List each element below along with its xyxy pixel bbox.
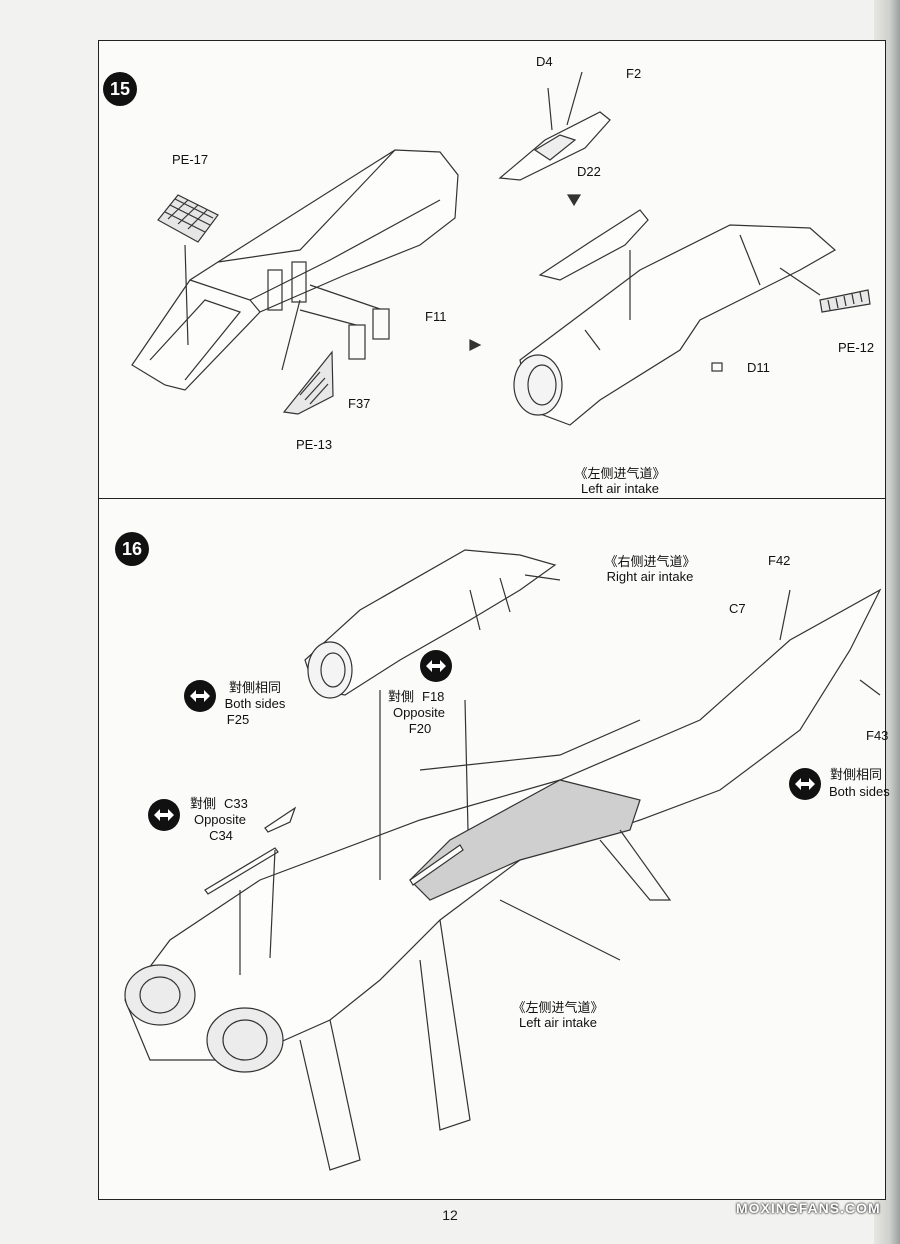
both-sides-cn-b: 對側相同 bbox=[830, 767, 883, 782]
right-intake-part bbox=[304, 549, 557, 699]
opposite-cn-a: 對側 bbox=[388, 689, 415, 704]
step-number-15: 15 bbox=[103, 72, 137, 106]
label-right-intake-cn: 《右侧进气道》 bbox=[604, 554, 696, 569]
label-f25: F25 bbox=[226, 712, 250, 727]
pe13-photoetch bbox=[281, 299, 334, 415]
fuselage-small-parts bbox=[204, 574, 881, 975]
label-f20: F20 bbox=[408, 721, 432, 736]
watermark-text: MOXINGFANS.COM bbox=[736, 1200, 881, 1216]
label-c7: C7 bbox=[729, 601, 746, 616]
page-number: 12 bbox=[442, 1207, 458, 1223]
f11-part bbox=[372, 308, 390, 340]
label-c33: C33 bbox=[224, 796, 248, 811]
label-d22: D22 bbox=[577, 164, 601, 179]
label-pe-13: PE-13 bbox=[296, 437, 333, 452]
both-sides-icon bbox=[184, 680, 216, 712]
label-f2: F2 bbox=[626, 66, 642, 81]
opposite-icon bbox=[420, 650, 452, 682]
d11-part bbox=[711, 362, 723, 372]
label-f42: F42 bbox=[768, 553, 791, 568]
label-pe-17: PE-17 bbox=[172, 152, 209, 167]
caption-left-intake-cn: 《左侧进气道》 bbox=[574, 466, 666, 481]
both-sides-cn-a: 對側相同 bbox=[228, 680, 281, 695]
opposite-cn-b: 對側 bbox=[190, 796, 217, 811]
label-d11: D11 bbox=[747, 360, 770, 375]
label-f18: F18 bbox=[422, 689, 445, 704]
caption-left-intake-en: Left air intake bbox=[580, 481, 660, 496]
label-f11: F11 bbox=[425, 309, 447, 324]
step-divider bbox=[98, 498, 886, 499]
down-arrow-icon bbox=[566, 194, 582, 207]
label-c34: C34 bbox=[209, 828, 233, 843]
cockpit-canopy-d22 bbox=[498, 71, 611, 181]
label-f43: F43 bbox=[866, 728, 889, 743]
both-sides-en-a: Both sides bbox=[224, 696, 286, 711]
pe12-photoetch bbox=[779, 267, 871, 313]
label-f37: F37 bbox=[348, 396, 371, 411]
opposite-icon-b bbox=[148, 799, 180, 831]
fuselage-main bbox=[124, 588, 882, 1171]
step-number-16: 16 bbox=[115, 532, 149, 566]
left-intake-outer-panel bbox=[131, 149, 459, 391]
label-d4: D4 bbox=[536, 54, 553, 69]
step-arrow-icon bbox=[469, 339, 482, 351]
opposite-en-a: Opposite bbox=[392, 705, 446, 720]
label-right-intake-en: Right air intake bbox=[606, 569, 694, 584]
label-left-intake-cn-16: 《左侧进气道》 bbox=[512, 1000, 604, 1015]
both-sides-icon-b bbox=[789, 768, 821, 800]
left-intake-inner-assembly bbox=[513, 209, 837, 426]
f37-part bbox=[348, 324, 366, 360]
pe17-photoetch bbox=[157, 194, 219, 346]
label-left-intake-en-16: Left air intake bbox=[518, 1015, 598, 1030]
both-sides-en-b: Both sides bbox=[829, 784, 890, 799]
label-pe-12: PE-12 bbox=[838, 340, 875, 355]
opposite-en-b: Opposite bbox=[193, 812, 247, 827]
